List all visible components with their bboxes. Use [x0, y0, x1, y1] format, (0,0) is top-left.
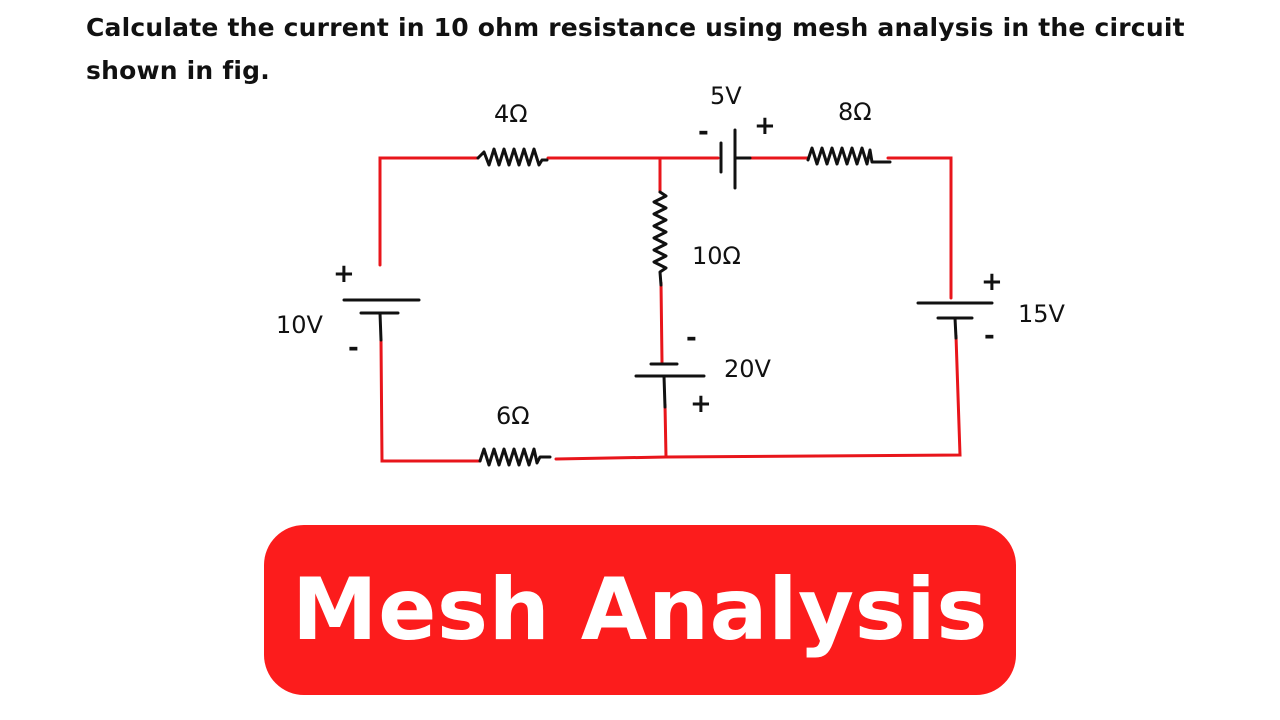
- sign-10v-plus: +: [333, 259, 355, 289]
- banner-title: Mesh Analysis: [292, 560, 988, 660]
- label-6ohm: 6Ω: [496, 402, 530, 430]
- resistor-10ohm: 10Ω: [652, 190, 741, 287]
- sign-20v-minus: -: [686, 323, 697, 353]
- label-4ohm: 4Ω: [494, 100, 528, 128]
- label-5v: 5V: [710, 82, 742, 110]
- wire-middle-center: [659, 281, 664, 364]
- battery-5v: 5V - +: [698, 82, 776, 190]
- label-8ohm: 8Ω: [838, 98, 872, 126]
- sign-5v-minus: -: [698, 117, 709, 147]
- label-10ohm: 10Ω: [692, 242, 741, 270]
- sign-5v-plus: +: [754, 111, 776, 141]
- battery-20v: 20V - +: [634, 323, 772, 419]
- label-15v: 15V: [1018, 300, 1066, 328]
- wire-top-right: [886, 156, 953, 300]
- wire-top-left: [378, 156, 480, 267]
- sign-15v-plus: +: [981, 267, 1003, 297]
- wire-bottom-middle: [554, 455, 668, 461]
- question-text: Calculate the current in 10 ohm resistan…: [86, 13, 1185, 85]
- label-10v: 10V: [276, 311, 324, 339]
- sign-10v-minus: -: [348, 333, 359, 363]
- battery-10v: 10V + -: [276, 259, 421, 363]
- wire-bottom-left: [379, 338, 482, 463]
- resistor-8ohm: 8Ω: [806, 98, 892, 166]
- resistor-6ohm: 6Ω: [478, 402, 552, 467]
- wires: [378, 156, 962, 463]
- sign-15v-minus: -: [984, 321, 995, 351]
- title-banner: Mesh Analysis: [264, 525, 1016, 695]
- circuit-diagram: 4Ω 5V - + 8Ω 10Ω 10V + - 20V - +: [276, 82, 1066, 467]
- label-20v: 20V: [724, 355, 772, 383]
- resistor-4ohm: 4Ω: [476, 100, 549, 167]
- wire-right-bottom: [664, 334, 962, 459]
- battery-15v: 15V + -: [916, 267, 1066, 351]
- sign-20v-plus: +: [690, 389, 712, 419]
- wire-middle-bottom: [663, 403, 668, 459]
